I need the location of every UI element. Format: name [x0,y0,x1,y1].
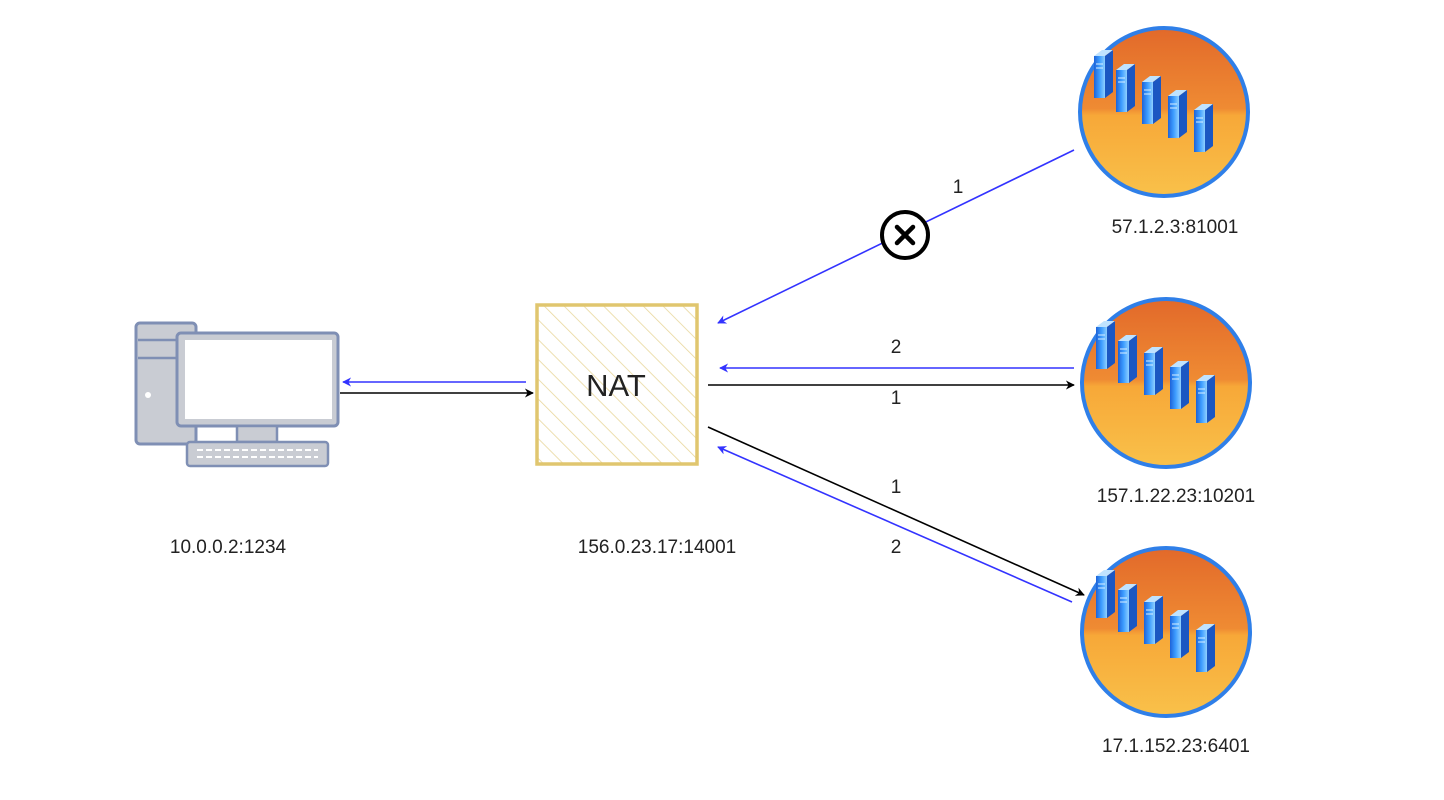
edge-label-server-a-to-nat: 1 [953,177,964,198]
blocked-x-icon [880,210,930,260]
nat-address-label: 156.0.23.17:14001 [578,537,737,558]
edge-label-server-b-to-nat: 2 [891,337,902,358]
nat-title: NAT [586,368,646,403]
server-a-address-label: 57.1.2.3:81001 [1112,217,1239,238]
edge-label-nat-to-server-c: 1 [891,477,902,498]
server-cluster-icon [1082,548,1250,716]
client-address-label: 10.0.0.2:1234 [170,537,287,558]
server-b-address-label: 157.1.22.23:10201 [1097,486,1256,507]
server-c-address-label: 17.1.152.23:6401 [1102,736,1250,757]
edge-server-c-to-nat [717,446,1073,603]
desktop-computer-icon [134,321,340,468]
server-cluster-icon [1082,299,1250,467]
edge-nat-to-server-c [707,426,1085,596]
nat-box: NAT [535,303,699,466]
server-cluster-icon [1080,28,1248,196]
edge-label-nat-to-server-b: 1 [891,388,902,409]
edge-label-server-c-to-nat: 2 [891,537,902,558]
